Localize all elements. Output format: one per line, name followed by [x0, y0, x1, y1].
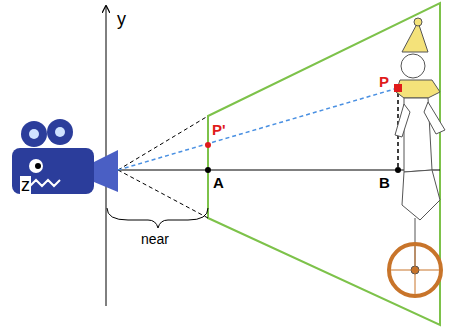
point-marker: [205, 167, 211, 173]
dimension-label: near: [140, 232, 170, 246]
projection-ray: [118, 88, 398, 170]
projected-point: [205, 142, 211, 148]
point-marker: [395, 167, 401, 173]
point-label: B: [378, 175, 391, 190]
frustum-edge: [118, 116, 208, 170]
point-label: A: [212, 175, 225, 190]
point-label: P: [378, 74, 390, 89]
frustum-edge: [118, 170, 208, 218]
camera-icon: [12, 119, 118, 194]
axis-label: z: [20, 176, 31, 194]
axis-label: y: [116, 10, 127, 28]
near-bracket: [107, 208, 208, 228]
point-label: P': [211, 122, 227, 137]
clown-figure: [389, 18, 445, 296]
scene-point: [394, 84, 402, 92]
view-frustum: [208, 3, 440, 325]
